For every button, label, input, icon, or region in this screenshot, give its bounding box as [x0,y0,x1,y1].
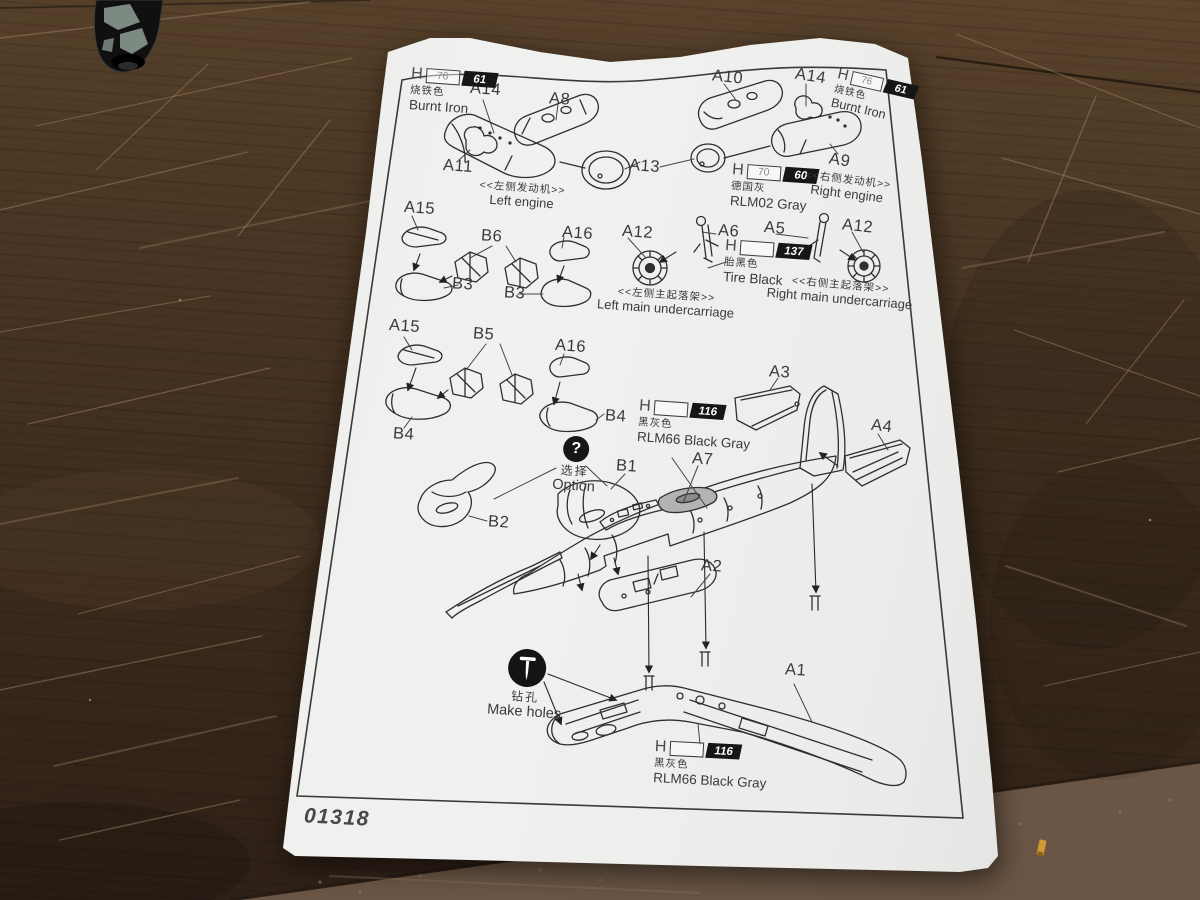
part-label: A9 [827,149,852,171]
aqueous-color-box: 70 [746,163,782,181]
option-badge: ? 选择 Option [542,434,608,497]
part-label: B3 [451,274,475,294]
kit-number: 01318 [303,804,371,831]
part-label: A4 [870,415,894,437]
mr-color-box: 61 [460,70,499,88]
part-label: A12 [621,221,654,243]
part-label: A13 [628,155,661,177]
part-label: B4 [604,406,628,426]
mr-color-box: 137 [774,242,813,260]
part-label: A7 [691,449,715,469]
part-label: A2 [700,556,724,576]
aqueous-color-box [669,740,704,758]
question-mark-icon: ? [562,435,591,463]
paint-system-letter: H [410,65,424,83]
part-label: B1 [615,456,639,476]
bomb-rack-row-b6-b3 [396,227,591,306]
part-label: A11 [442,155,474,177]
paint-callout-rlm66-lower: H 116 黑灰色 RLM66 Black Gray [653,738,769,791]
paint-system-letter: H [654,738,667,756]
part-label: A15 [403,197,436,219]
aqueous-color-box [653,399,689,417]
label-leader-lines [404,84,888,744]
part-label: A5 [763,218,787,238]
part-label: B2 [487,512,511,532]
paint-system-letter: H [731,161,745,179]
paint-chip [1036,839,1047,857]
part-label: A16 [561,222,594,244]
undercarriage-drawing [633,214,880,286]
drill-icon [508,649,547,688]
paint-system-letter: H [638,397,652,415]
paint-callout-rlm66-upper: H 116 黑灰色 RLM66 Black Gray [637,397,753,452]
right-engine-drawing [691,80,861,172]
part-label: A1 [784,660,808,680]
paint-system-letter: H [724,237,738,255]
mr-color-box: 116 [704,742,742,759]
part-label: B3 [503,283,527,303]
fuselage-drawing [418,456,836,618]
part-label: A15 [388,315,421,337]
part-label: B5 [472,324,496,344]
lower-wing-drawing [544,484,906,785]
aqueous-color-box [739,239,775,257]
part-label: B4 [392,424,416,444]
left-engine-drawing [444,94,630,189]
knife-handle [93,0,164,73]
bomb-rack-row-b5-b4 [386,345,598,431]
part-label: A8 [548,89,572,109]
make-holes-badge: 钻孔 Make holes [484,645,569,723]
paint-callout-burnt-iron-left: H 76 61 烧铁色 Burnt Iron [408,65,499,118]
paint-system-letter: H [836,65,851,84]
part-label: A16 [554,335,587,357]
aqueous-color-box: 76 [425,67,461,85]
part-label: B6 [480,226,504,246]
part-label: A12 [841,215,875,237]
part-label: A10 [711,66,745,88]
part-label: A3 [768,362,792,382]
mr-color-box: 116 [688,402,727,420]
